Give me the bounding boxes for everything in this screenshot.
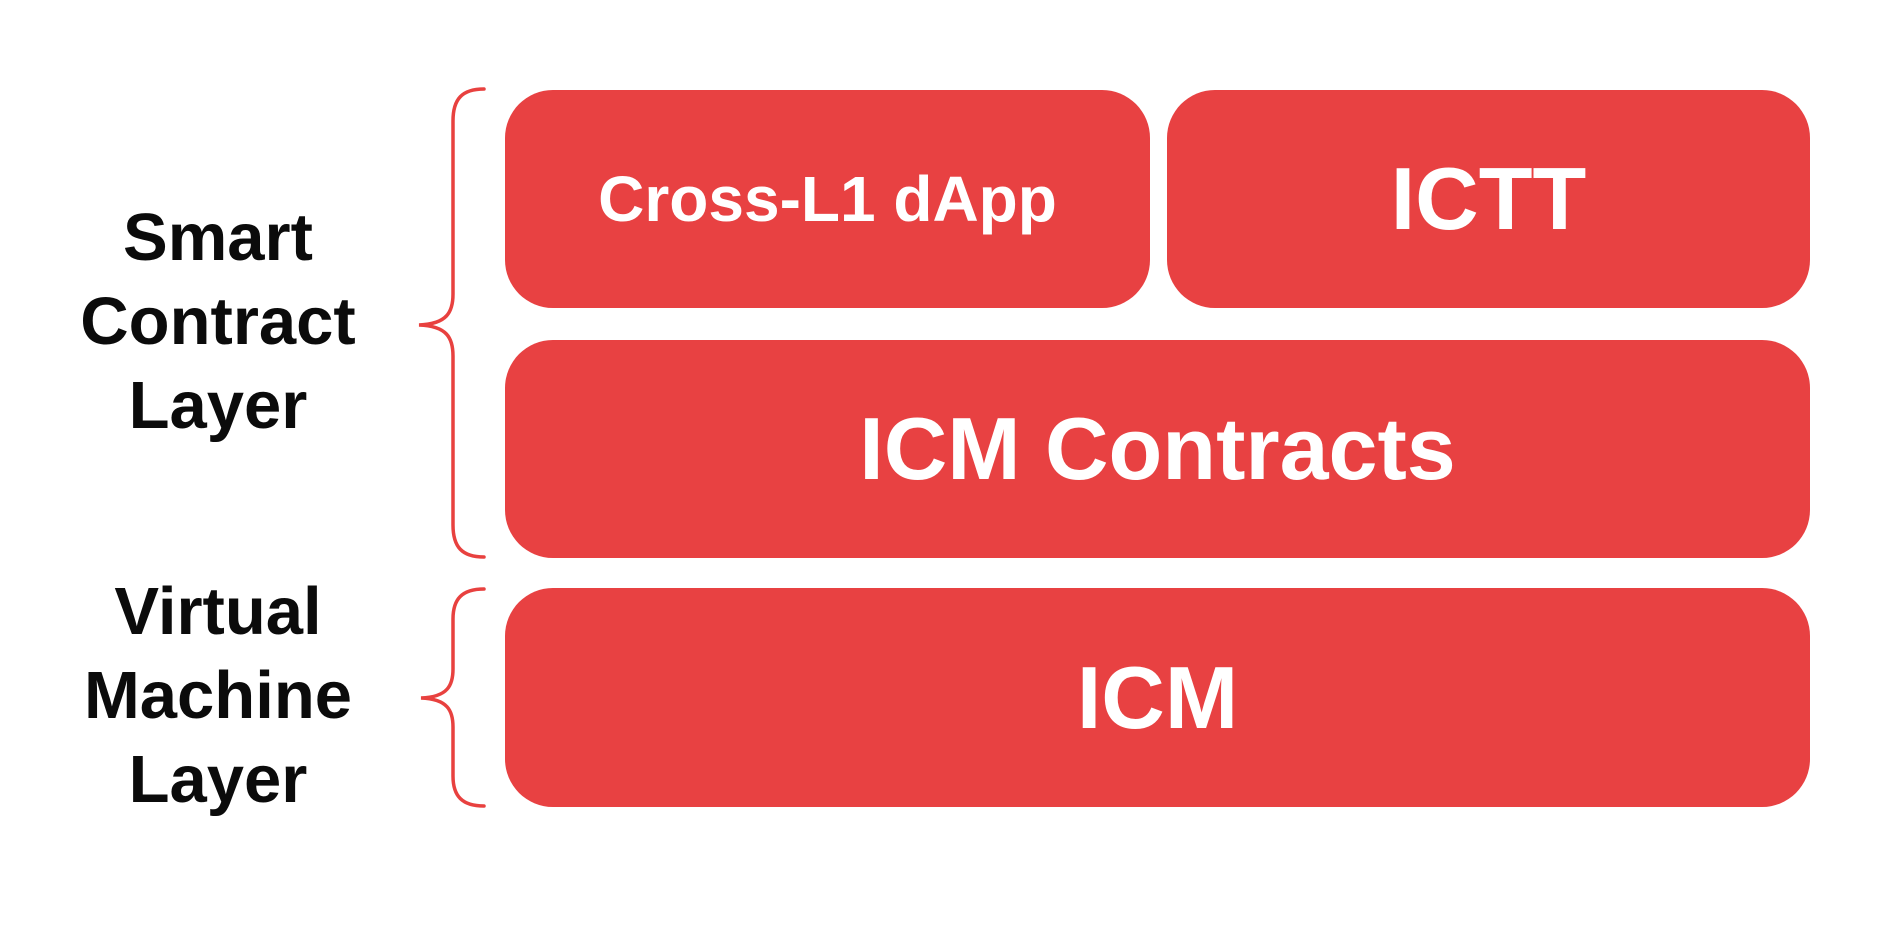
box-icm: ICM bbox=[505, 588, 1810, 807]
smart-contract-curly-brace-icon bbox=[418, 87, 486, 559]
box-label: ICM bbox=[1076, 647, 1239, 747]
box-label: Cross-L1 dApp bbox=[598, 163, 1057, 235]
box-ictt: ICTT bbox=[1167, 90, 1810, 308]
box-cross-l1-dapp: Cross-L1 dApp bbox=[505, 90, 1150, 308]
box-icm-contracts: ICM Contracts bbox=[505, 340, 1810, 558]
layer-label-line: Smart bbox=[123, 200, 313, 275]
layer-label-line: Layer bbox=[128, 742, 308, 817]
layer-label-line: Contract bbox=[80, 284, 356, 359]
layer-label-line: Virtual bbox=[114, 574, 322, 649]
layer-label-line: Machine bbox=[83, 658, 353, 733]
layer-label-line: Layer bbox=[128, 368, 308, 443]
smart-contract-layer-label: Smart Contract Layer bbox=[38, 196, 398, 448]
box-label: ICTT bbox=[1390, 149, 1587, 248]
virtual-machine-layer-label: Virtual Machine Layer bbox=[38, 570, 398, 822]
virtual-machine-curly-brace-icon bbox=[420, 587, 486, 808]
box-label: ICM Contracts bbox=[859, 399, 1456, 498]
